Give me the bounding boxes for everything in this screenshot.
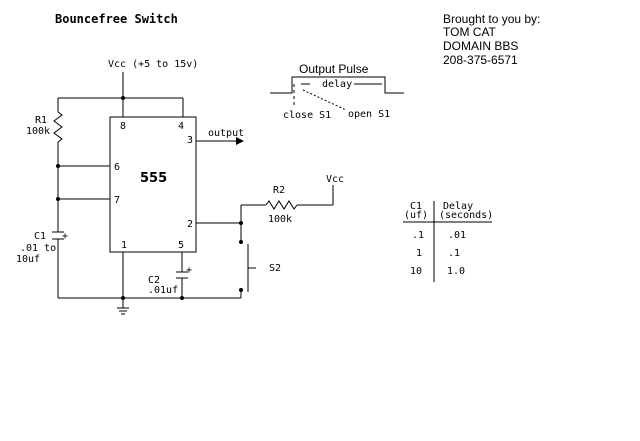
pulse-delay-label: delay <box>322 79 352 90</box>
c2-value: .01uf <box>148 285 178 296</box>
credits-line-3: DOMAIN BBS <box>443 39 518 53</box>
r1-name: R1 <box>35 115 47 126</box>
c2-capacitor <box>176 252 188 298</box>
table-row-3-delay: 1.0 <box>447 266 465 277</box>
ic-555-body <box>109 116 197 253</box>
r2-name: R2 <box>273 185 285 196</box>
c1-name: C1 <box>34 231 46 242</box>
pin-2-label: 2 <box>187 219 193 230</box>
pulse-close-label: close S1 <box>283 110 331 121</box>
pulse-title: Output Pulse <box>299 62 369 76</box>
diagram-title: Bouncefree Switch <box>55 12 178 26</box>
output-arrow <box>196 137 244 145</box>
vcc-supply-wires <box>58 72 184 117</box>
pin-5-label: 5 <box>178 240 184 251</box>
c2-polarity: + <box>186 265 192 276</box>
pin-7-label: 7 <box>114 195 120 206</box>
s2-label: S2 <box>269 263 281 274</box>
r2-resistor <box>265 185 334 210</box>
pin-4-label: 4 <box>178 121 184 132</box>
ic-555-label: 555 <box>140 171 167 186</box>
credits-line-4: 208-375-6571 <box>443 53 518 67</box>
vcc-top-label: Vcc (+5 to 15v) <box>108 59 198 70</box>
c1-value-line2: 10uf <box>16 254 40 265</box>
pulse-waveform <box>270 76 404 111</box>
table-row-2-c1: 1 <box>416 248 422 259</box>
pin-6-label: 6 <box>114 162 120 173</box>
credits-block: Brought to you by: TOM CAT DOMAIN BBS 20… <box>443 12 540 67</box>
c1-polarity: + <box>62 231 68 242</box>
c1-capacitor <box>52 231 64 298</box>
delay-table: C1 (uf) Delay (seconds) .1 .01 1 .1 10 1… <box>403 201 493 282</box>
table-row-1-delay: .01 <box>448 230 466 241</box>
r1-value: 100k <box>26 126 50 137</box>
output-label: output <box>208 128 244 139</box>
table-row-3-c1: 10 <box>410 266 422 277</box>
pin-3-label: 3 <box>187 135 193 146</box>
pulse-open-label: open S1 <box>348 109 390 120</box>
table-c1-header-1: C1 <box>410 201 422 212</box>
table-delay-header-1: Delay <box>443 201 473 212</box>
s2-switch <box>239 244 256 298</box>
pin-8-label: 8 <box>120 121 126 132</box>
table-c1-header-2: (uf) <box>404 210 428 221</box>
ground-bus <box>58 252 241 308</box>
c1-value-line1: .01 to <box>20 243 56 254</box>
credits-line-1: Brought to you by: <box>443 12 540 26</box>
pin6-pin7-wires <box>56 164 110 201</box>
pin2-wires <box>196 204 266 244</box>
c2-name: C2 <box>148 275 160 286</box>
table-row-1-c1: .1 <box>412 230 424 241</box>
r2-value: 100k <box>268 214 292 225</box>
table-row-2-delay: .1 <box>448 248 460 259</box>
r1-resistor <box>53 98 63 232</box>
ground-symbol <box>117 307 129 315</box>
pin-1-label: 1 <box>121 240 127 251</box>
vcc-right-label: Vcc <box>326 174 344 185</box>
credits-line-2: TOM CAT <box>443 25 497 39</box>
table-delay-header-2: (seconds) <box>439 210 493 221</box>
